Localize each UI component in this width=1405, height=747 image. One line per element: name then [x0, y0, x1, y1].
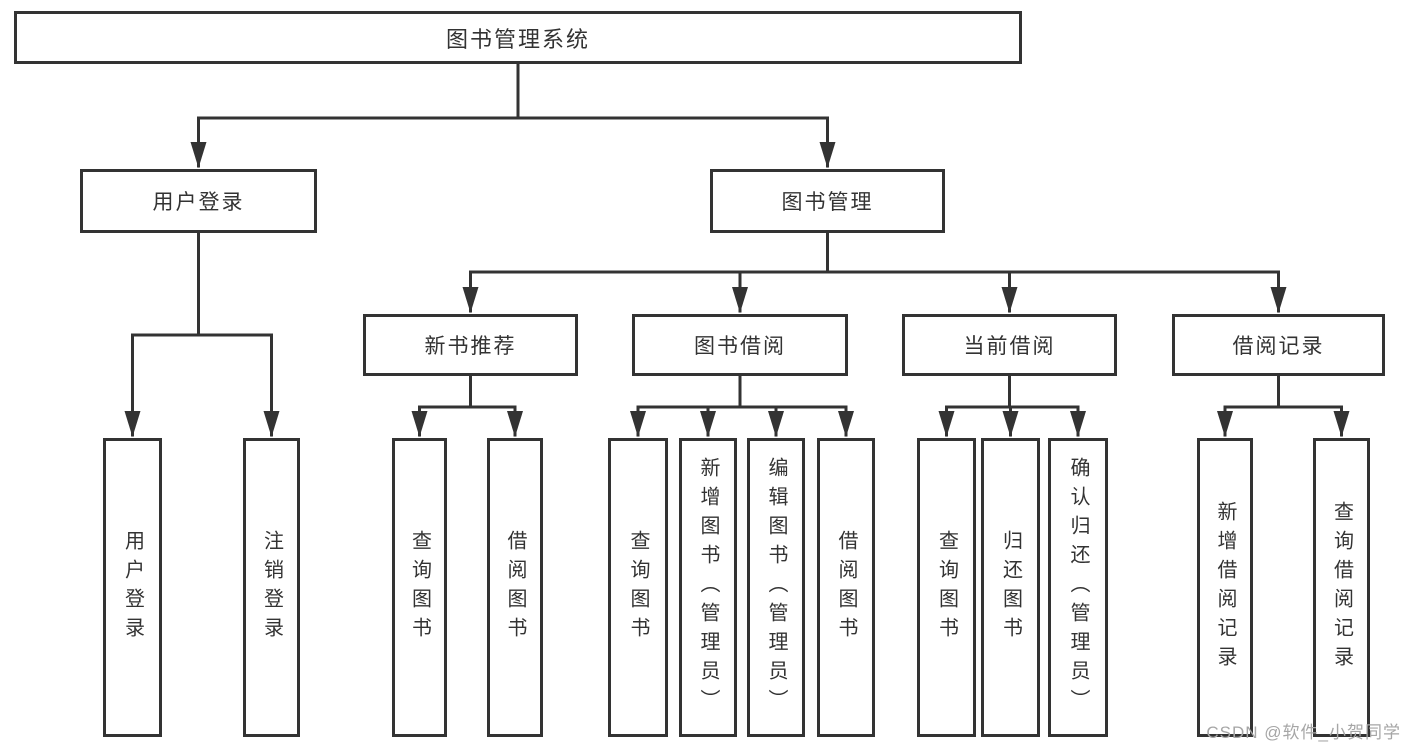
leaf-label: 用户登录 — [121, 529, 144, 646]
leaf-label: 归还图书 — [999, 529, 1022, 646]
leaf-label: 借阅图书 — [504, 529, 526, 646]
node-label: 图书借阅 — [694, 335, 786, 358]
leaf-confirm-return-admin: 确认归还（管理员） — [1048, 438, 1108, 737]
leaf-query-books-recommend: 查询图书 — [392, 438, 447, 737]
node-label: 当前借阅 — [963, 335, 1056, 358]
leaf-label: 查询借阅记录 — [1330, 500, 1353, 675]
leaf-edit-books-admin: 编辑图书（管理员） — [747, 438, 805, 737]
node-current-borrowing: 当前借阅 — [902, 314, 1117, 376]
node-borrowing-records: 借阅记录 — [1172, 314, 1385, 376]
node-label: 新书推荐 — [424, 335, 517, 358]
leaf-query-books-borrowing: 查询图书 — [608, 438, 668, 737]
leaf-user-login: 用户登录 — [103, 438, 162, 737]
leaf-query-borrow-record: 查询借阅记录 — [1313, 438, 1370, 737]
node-book-borrowing: 图书借阅 — [632, 314, 848, 376]
leaf-label: 新增借阅记录 — [1214, 500, 1236, 675]
leaf-add-borrow-record: 新增借阅记录 — [1197, 438, 1253, 737]
leaf-label: 查询图书 — [627, 529, 649, 646]
leaf-return-books: 归还图书 — [981, 438, 1040, 737]
leaf-label: 借阅图书 — [835, 529, 857, 646]
leaf-add-books-admin: 新增图书（管理员） — [679, 438, 737, 737]
csdn-watermark: CSDN @软件_小贺同学 — [1206, 723, 1401, 742]
leaf-label: 注销登录 — [260, 529, 283, 646]
leaf-label: 编辑图书（管理员） — [765, 457, 787, 718]
leaf-logout-login: 注销登录 — [243, 438, 300, 737]
node-book-management: 图书管理 — [710, 169, 945, 233]
node-new-book-recommendation: 新书推荐 — [363, 314, 578, 376]
node-label: 图书管理 — [781, 191, 874, 214]
leaf-label: 新增图书（管理员） — [697, 457, 719, 718]
leaf-query-books-current: 查询图书 — [917, 438, 976, 737]
leaf-label: 查询图书 — [935, 529, 958, 646]
leaf-borrow-books-recommend: 借阅图书 — [487, 438, 543, 737]
leaf-label: 确认归还（管理员） — [1067, 457, 1089, 718]
node-library-management-system: 图书管理系统 — [14, 11, 1022, 64]
leaf-borrow-books: 借阅图书 — [817, 438, 875, 737]
node-label: 图书管理系统 — [445, 26, 590, 52]
leaf-label: 查询图书 — [408, 529, 431, 646]
node-label: 用户登录 — [152, 191, 245, 214]
node-user-login: 用户登录 — [80, 169, 317, 233]
node-label: 借阅记录 — [1232, 335, 1325, 358]
